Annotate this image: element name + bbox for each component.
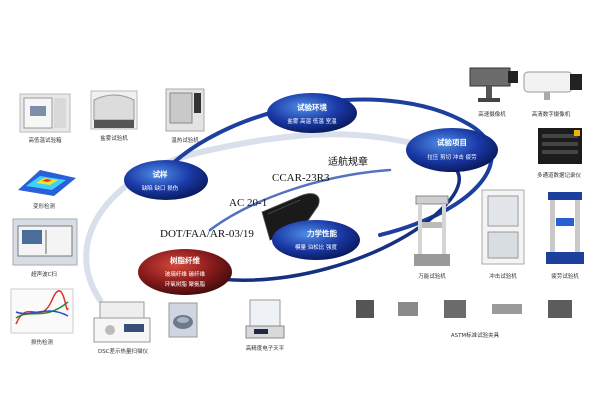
damage-caption: 损伤检测 bbox=[30, 340, 53, 346]
impact-caption: 冲击试验机 bbox=[489, 274, 517, 280]
camera2-image bbox=[523, 71, 582, 100]
bubble-sample: 试样 缺陷 缺口 损伤 bbox=[124, 160, 208, 200]
bubble-mechanics-title: 力学性能 bbox=[307, 228, 337, 238]
ultrasonic-image bbox=[12, 218, 78, 266]
upper-loop bbox=[148, 97, 494, 237]
bubble-project-title: 试验项目 bbox=[437, 137, 467, 147]
universal-caption: 万能试验机 bbox=[418, 274, 446, 280]
logger-caption: 多通道数据记录仪 bbox=[536, 173, 581, 179]
bubble-mechanics-sub: 模量 泊松比 强度 bbox=[295, 243, 337, 251]
bubble-sample-title: 试样 bbox=[153, 169, 168, 179]
bubble-mechanics: 力学性能 模量 泊松比 强度 bbox=[272, 220, 360, 260]
bubble-environment-title: 试验环境 bbox=[297, 102, 327, 112]
deform-caption: 变形检测 bbox=[32, 204, 55, 210]
bubble-resin-sub2: 环氧树脂 聚氨脂 bbox=[165, 280, 206, 288]
bubble-resin: 树脂纤维 玻璃纤维 碳纤维 环氧树脂 聚氨脂 bbox=[138, 249, 232, 295]
fatigue-machine-image bbox=[546, 192, 584, 264]
balance-image bbox=[245, 299, 285, 339]
standard-ac: AC 20-1 bbox=[229, 197, 268, 209]
camera2-caption: 高清数字摄像机 bbox=[531, 112, 571, 118]
camera1-image bbox=[469, 67, 518, 102]
bubble-resin-sub1: 玻璃纤维 碳纤维 bbox=[165, 270, 206, 278]
ultrasonic-caption: 超声波C扫 bbox=[31, 272, 57, 278]
fixtures-image bbox=[356, 300, 572, 318]
salt-caption: 盐雾试验机 bbox=[100, 136, 128, 142]
impact-machine-image bbox=[481, 189, 525, 265]
dsc-image bbox=[93, 301, 151, 343]
damage-image bbox=[10, 288, 74, 334]
temp-image bbox=[165, 88, 205, 132]
universal-machine-image bbox=[414, 195, 450, 266]
deform-image bbox=[18, 170, 76, 196]
bubble-environment-sub: 盐雾 高温 低温 室温 bbox=[287, 117, 337, 125]
logger-image bbox=[538, 128, 582, 164]
fixtures-caption: ASTM标准试验夹具 bbox=[450, 333, 500, 339]
camera1-caption: 高速摄像机 bbox=[478, 112, 506, 118]
inner-arc bbox=[208, 168, 392, 232]
temp-caption: 温热试验机 bbox=[171, 138, 199, 144]
bubble-sample-sub: 缺陷 缺口 损伤 bbox=[142, 184, 179, 192]
salt-image bbox=[90, 90, 138, 130]
bubble-environment: 试验环境 盐雾 高温 低温 室温 bbox=[267, 93, 357, 133]
bubble-project-sub: 拉压 剪切 冲击 疲劳 bbox=[427, 153, 477, 161]
balance-caption: 高精度电子天平 bbox=[245, 346, 285, 352]
center-label: 适航规章 bbox=[328, 157, 368, 168]
bubble-project: 试验项目 拉压 剪切 冲击 疲劳 bbox=[406, 128, 498, 172]
dsc-caption: DSC差示热量扫描仪 bbox=[97, 349, 149, 355]
chamber-caption: 高低温试验箱 bbox=[28, 138, 62, 144]
chamber-image bbox=[19, 93, 71, 133]
standard-dot: DOT/FAA/AR-03/19 bbox=[160, 228, 254, 240]
sample-closeup-image bbox=[168, 302, 198, 338]
bubble-resin-title: 树脂纤维 bbox=[170, 255, 200, 265]
fatigue-caption: 疲劳试验机 bbox=[551, 274, 579, 280]
outer-arc bbox=[83, 131, 423, 303]
standard-ccar: CCAR-23R3 bbox=[272, 172, 330, 184]
